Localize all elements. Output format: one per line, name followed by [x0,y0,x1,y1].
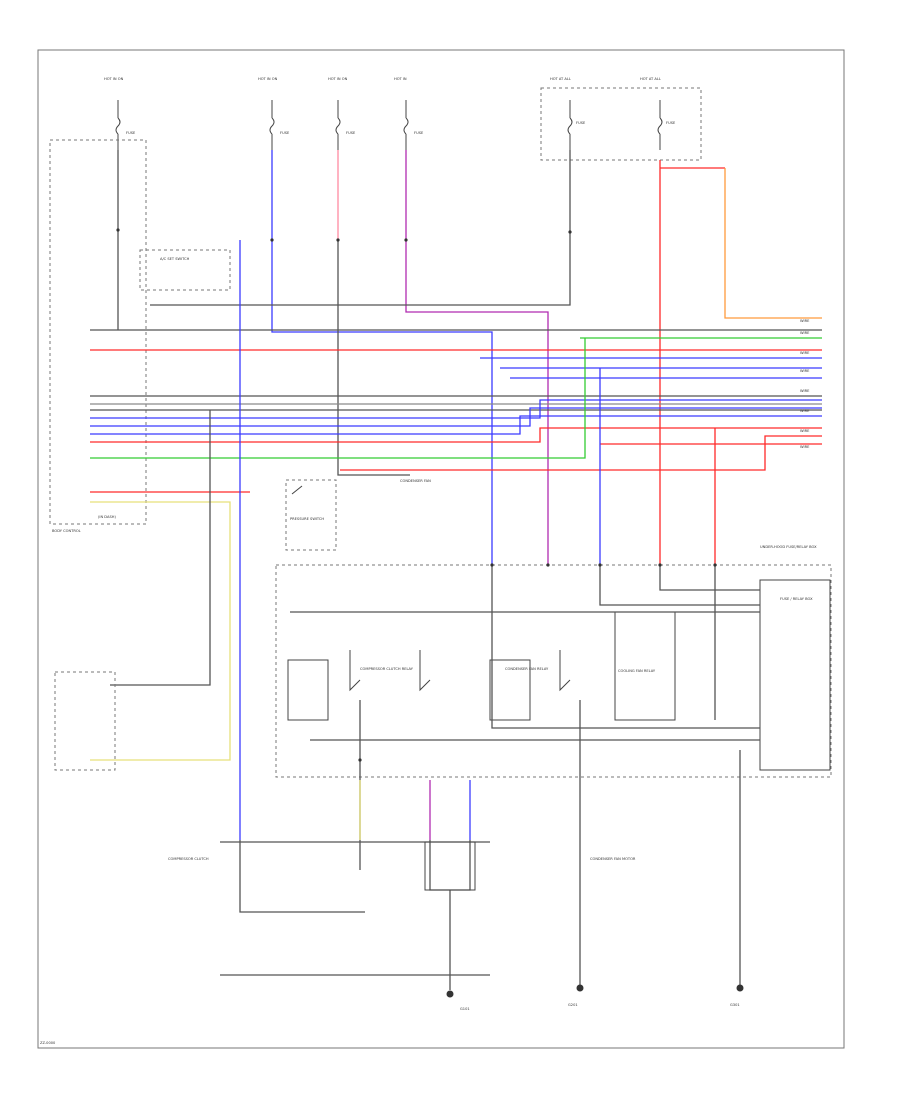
relay-label-3: COOLING FAN RELAY [618,669,656,673]
fuse-relay-box-inner [759,579,831,771]
fuse-label-3: HOT IN ON [328,77,348,81]
fuse-rating-4: FUSE [414,131,424,135]
ground-3 [736,984,744,992]
svg-text:WIRE: WIRE [800,389,810,393]
relay-box[interactable] [275,564,832,778]
cond-label: CONDENSER FAN [400,479,431,483]
relay-box-label: UNDER-HOOD FUSE/RELAY BOX [760,545,817,549]
ac-switch-label: A/C SET SWITCH [160,257,190,261]
ac-switch-box [139,249,231,291]
fuse-label-4: HOT IN [394,77,407,81]
pressure-switch [285,479,337,551]
ground-2 [576,984,584,992]
fuse-rating-3: FUSE [346,131,356,135]
relay-label-2: CONDENSER FAN RELAY [505,667,549,671]
fuse-rating-2: FUSE [280,131,290,135]
junction-dots [116,228,717,762]
left-control-box [49,139,147,525]
connector-block [54,671,116,771]
bus-lines [90,240,822,840]
ground-1 [446,990,454,998]
bus-labels: WIRE WIRE WIRE WIRE WIRE WIRE WIRE WIRE [800,319,810,449]
compressor-clutch [424,841,476,891]
grounds: G101 G201 G301 [446,984,744,1011]
fuse-rating-6: FUSE [666,121,676,125]
relay-label-4: FUSE / RELAY BOX [780,597,813,601]
fuse-label-5: HOT AT ALL [550,77,571,81]
svg-text:WIRE: WIRE [800,351,810,355]
fuse-label-1: HOT IN ON [104,77,124,81]
corner-code: ZZ-0000 [40,1041,56,1045]
relays: COMPRESSOR CLUTCH RELAY CONDENSER FAN RE… [287,611,676,721]
diagram-frame [37,49,845,1049]
fuse-rating-1: FUSE [126,131,136,135]
svg-text:WIRE: WIRE [800,331,810,335]
svg-text:WIRE: WIRE [800,445,810,449]
left-box-footer: (IN DASH) [98,515,116,519]
ground-label-2: G201 [568,1003,578,1007]
lower-wires [220,780,490,990]
fuse-symbols [115,87,702,161]
ground-label-3: G301 [730,1003,740,1007]
svg-text:WIRE: WIRE [800,429,810,433]
mid-bottom-label: CONDENSER FAN MOTOR [590,857,636,861]
relay-label-1: COMPRESSOR CLUTCH RELAY [360,667,414,671]
svg-text:WIRE: WIRE [800,369,810,373]
fuse-label-2: HOT IN ON [258,77,278,81]
svg-text:WIRE: WIRE [800,319,810,323]
left-box-label: BODY CONTROL [52,529,81,533]
svg-text:WIRE: WIRE [800,409,810,413]
bottom-left-label: COMPRESSOR CLUTCH [168,857,209,861]
fuse-label-6: HOT AT ALL [640,77,661,81]
fuse-group: HOT IN ON HOT IN ON HOT IN ON HOT IN HOT… [104,77,676,135]
ground-label-1: G101 [460,1007,470,1011]
fuse-rating-5: FUSE [576,121,586,125]
pressure-switch-label: PRESSURE SWITCH [290,517,324,521]
